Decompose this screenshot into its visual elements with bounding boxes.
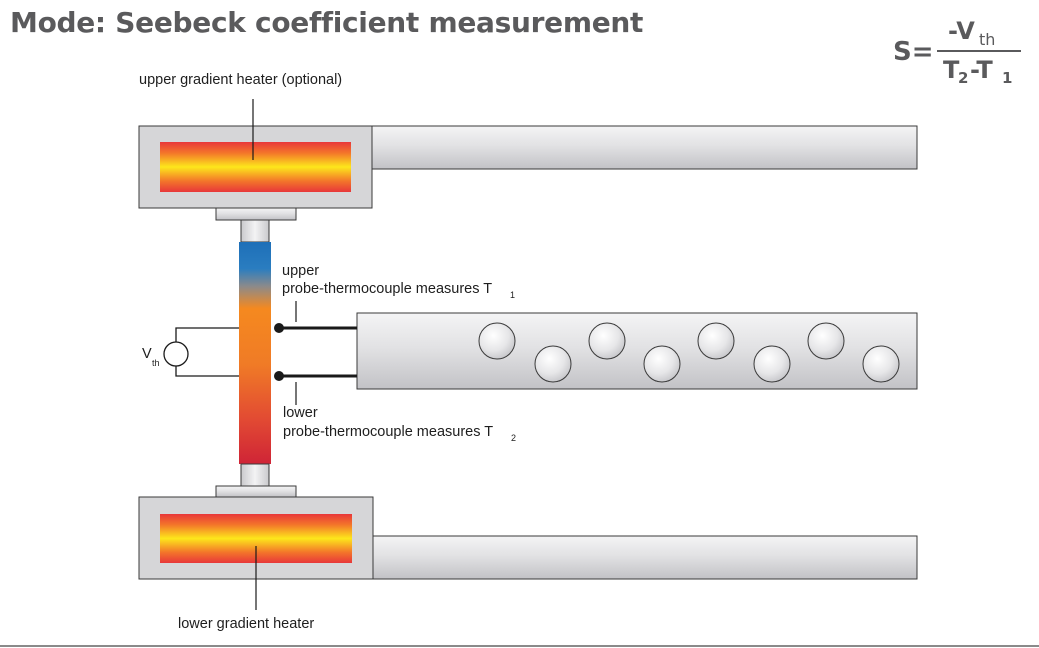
formula-denom-minus-t1: -T — [970, 56, 993, 84]
upper-spacer-post — [240, 219, 270, 243]
upper-probe-label-line2: probe-thermocouple measures T — [282, 281, 492, 297]
upper-probe-label-sub: 1 — [510, 290, 515, 300]
upper-spacer-plate — [215, 207, 297, 221]
formula-numerator-sub: th — [979, 30, 995, 49]
probe-ball — [807, 322, 845, 360]
formula-numerator: -V — [948, 17, 975, 45]
lower-probe-label-line2: probe-thermocouple measures T — [283, 424, 493, 440]
formula-denom-t2-sub: 2 — [958, 69, 968, 87]
voltmeter-wire-lower — [175, 366, 239, 377]
probe-ball — [643, 345, 681, 383]
probe-ball — [478, 322, 516, 360]
lower-spacer-post — [240, 463, 270, 487]
formula-lhs: S= — [893, 37, 934, 67]
probe-ball — [588, 322, 626, 360]
upper-heater-element — [160, 142, 351, 192]
voltmeter-label-sub: th — [152, 358, 160, 368]
upper-heater-assembly — [138, 125, 918, 243]
probe-ball — [697, 322, 735, 360]
lower-probe-label-sub: 2 — [511, 433, 516, 443]
upper-heater-label: upper gradient heater (optional) — [139, 72, 342, 88]
sample — [239, 242, 271, 464]
upper-rod — [371, 125, 918, 170]
lower-rod — [372, 535, 918, 580]
lower-heater-label: lower gradient heater — [178, 616, 314, 632]
probe-ball — [862, 345, 900, 383]
probe-ball — [534, 345, 572, 383]
seebeck-formula: S= -V th T 2 -T 1 — [893, 17, 1021, 87]
lower-spacer-plate — [215, 485, 297, 498]
page-title: Mode: Seebeck coefficient measurement — [10, 6, 644, 39]
voltmeter-wire-upper — [175, 327, 239, 342]
probe-assembly — [274, 312, 918, 390]
voltmeter-label: V — [142, 346, 152, 362]
voltmeter-circuit: V th — [142, 327, 239, 377]
formula-denom-t2: T — [943, 56, 960, 84]
voltmeter-symbol — [163, 341, 189, 367]
upper-contact-point — [274, 323, 284, 333]
upper-probe-label-line1: upper — [282, 263, 319, 279]
lower-contact-point — [274, 371, 284, 381]
lower-probe-label-line1: lower — [283, 405, 318, 421]
formula-denom-t1-sub: 1 — [1002, 69, 1012, 87]
probe-ball — [753, 345, 791, 383]
